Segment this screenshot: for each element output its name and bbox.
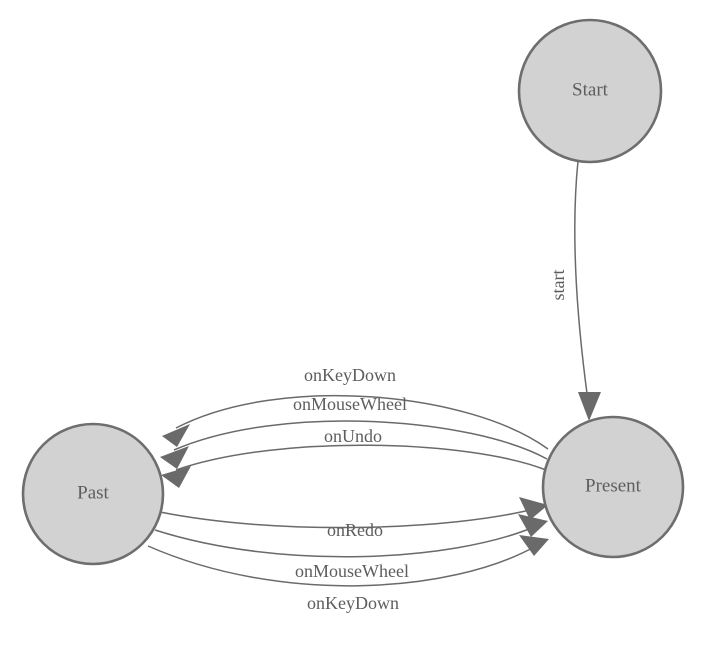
edge-present-to-past-onkeydown[interactable]: onKeyDown [162,365,549,450]
edge-label-past-present-3: onKeyDown [307,593,399,613]
node-past-circle [21,422,165,566]
arrow-head-present-past-1 [162,424,190,447]
node-past[interactable]: Past [21,422,165,566]
edge-path-present-past-2 [173,420,548,460]
arrow-head-past-present-2 [518,514,548,537]
arrow-head-present-past-2 [160,446,189,469]
node-start-label: Start [572,79,609,100]
edge-label-present-past-3: onUndo [324,426,382,446]
node-present-label: Present [585,475,642,496]
node-present[interactable]: Present [541,415,685,559]
edge-past-to-present-onmousewheel[interactable]: onMouseWheel [154,514,548,581]
edge-path-present-past-3 [175,444,547,471]
edge-path-past-present-2 [154,526,535,558]
edge-path-present-past-1 [175,394,549,450]
edge-label-present-past-1: onKeyDown [304,365,396,385]
edge-present-to-past-onmousewheel[interactable]: onMouseWheel [160,394,548,469]
arrow-head-past-present-3 [519,535,549,556]
edge-past-to-present-onredo[interactable]: onRedo [159,497,548,540]
edge-past-to-present-onkeydown[interactable]: onKeyDown [147,535,549,613]
node-start[interactable]: Start [517,18,663,164]
arrow-head-present-past-3 [161,466,191,488]
edge-label-past-present-1: onRedo [327,520,383,540]
edge-label-present-past-2: onMouseWheel [293,394,407,414]
arrow-head-past-present-1 [519,497,548,520]
edge-path-past-present-3 [147,545,537,587]
arrow-head-start [578,392,601,421]
edge-present-to-past-onundo[interactable]: onUndo [161,426,547,488]
node-start-circle [517,18,663,164]
node-past-label: Past [77,482,109,503]
edge-path-past-present-1 [159,508,535,529]
edge-label-past-present-2: onMouseWheel [295,561,409,581]
node-present-circle [541,415,685,559]
edge-start-to-present[interactable]: start [548,160,601,421]
edge-label-start: start [548,270,568,301]
edge-path-start [574,160,590,409]
